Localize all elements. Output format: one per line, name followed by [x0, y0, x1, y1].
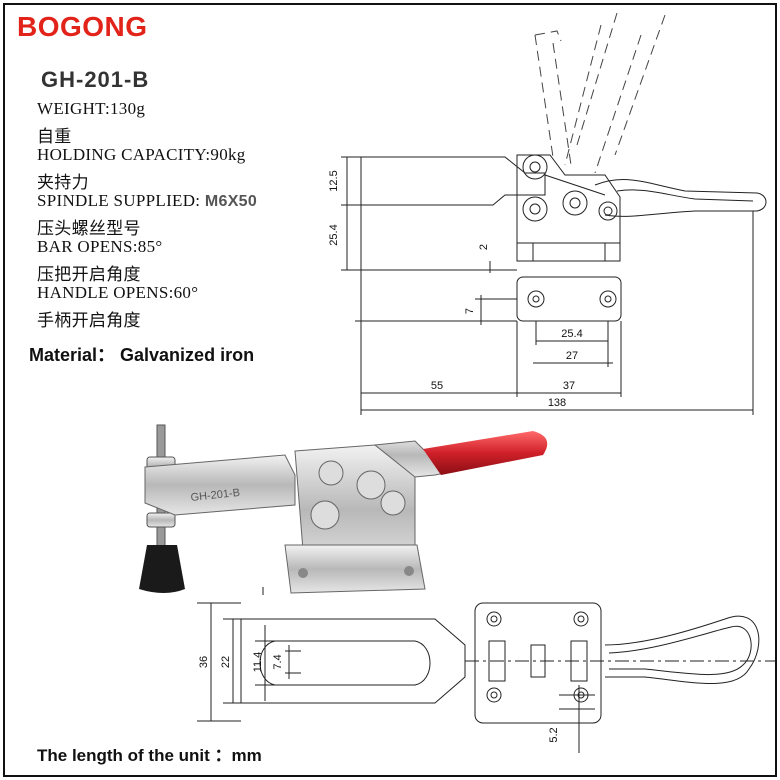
spec-weight-cn: 自重 [37, 127, 72, 146]
dim-138: 138 [548, 397, 566, 409]
spec-weight: WEIGHT:130g [37, 99, 146, 118]
spec-bar-cn: 压把开启角度 [37, 265, 141, 284]
spec-holding-cn: 夹持力 [37, 173, 89, 192]
material-note: Material： Galvanized iron [29, 345, 255, 365]
top-view-drawing: 36 22 11.4 7.4 5.2 [197, 587, 775, 753]
dim-12-5: 12.5 [328, 170, 340, 191]
spec-handle-cn: 手柄开启角度 [37, 311, 141, 330]
dim-25-4-horizontal: 25.4 [561, 328, 582, 340]
unit-note: The length of the unit ：mm [37, 746, 262, 765]
spec-holding: HOLDING CAPACITY:90kg [37, 145, 246, 164]
spec-bar: BAR OPENS:85° [37, 237, 163, 256]
dim-22: 22 [220, 656, 232, 668]
dim-7: 7 [464, 308, 476, 314]
spec-handle: HANDLE OPENS:60° [37, 283, 199, 302]
dim-11-4: 11.4 [252, 652, 264, 673]
dim-25-4-vertical: 25.4 [328, 224, 340, 245]
dim-37: 37 [563, 380, 575, 392]
dim-5-2: 5.2 [548, 727, 560, 742]
product-sheet: BOGONG GH-201-B WEIGHT:130g 自重 HOLDING C… [3, 3, 777, 777]
dim-2: 2 [478, 244, 490, 250]
spec-spindle-value: M6X50 [204, 193, 258, 210]
dim-27: 27 [566, 350, 578, 362]
brand-logo: BOGONG [17, 11, 148, 42]
dim-7-4: 7.4 [272, 654, 284, 669]
side-view-drawing: 12.5 25.4 2 7 25.4 27 55 37 138 [328, 12, 767, 415]
spec-spindle-cn: 压头螺丝型号 [37, 219, 141, 238]
dim-55: 55 [431, 380, 443, 392]
product-photo: GH-201-B [139, 424, 548, 594]
dim-36: 36 [198, 656, 210, 668]
spec-spindle-label: SPINDLE SUPPLIED: [37, 191, 205, 210]
model-title: GH-201-B [41, 67, 150, 92]
spec-spindle: SPINDLE SUPPLIED: M6X50 [37, 191, 257, 211]
photo-model-stamp: GH-201-B [190, 487, 241, 504]
